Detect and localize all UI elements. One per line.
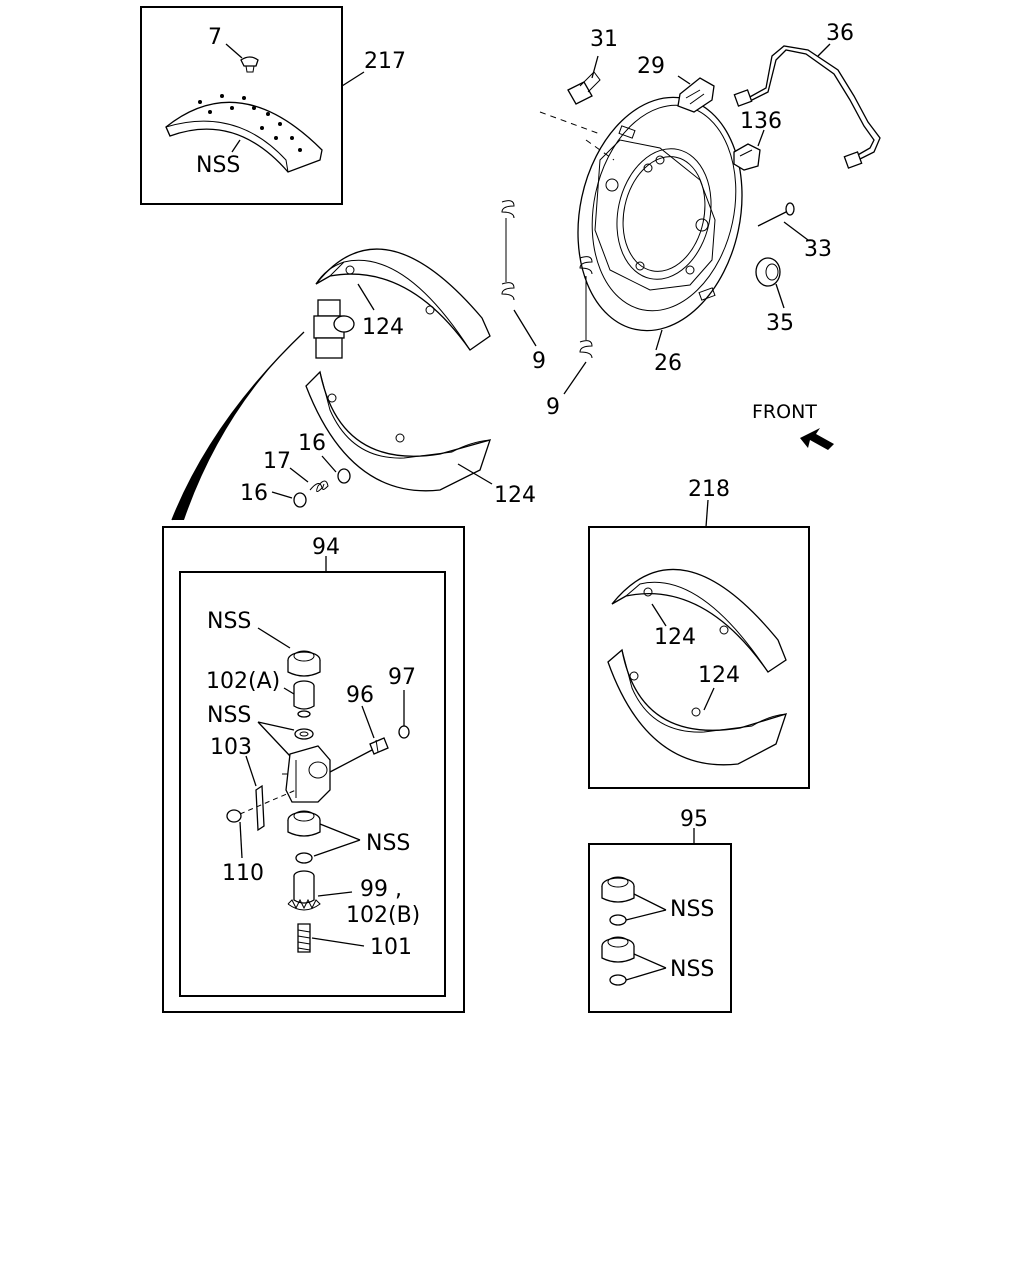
bolt-31: 31 xyxy=(539,27,618,161)
backing-plate: 26 xyxy=(577,96,743,376)
label-nss-kit-1: NSS xyxy=(670,897,714,922)
upper-shoe-124: 124 xyxy=(315,248,491,351)
repair-kit-box: 95 NSS NSS xyxy=(588,807,732,1013)
label-nss-cup: NSS xyxy=(207,609,251,634)
bracket-29: 29 xyxy=(637,54,715,113)
shoe-set-box: 218 124 124 xyxy=(588,477,810,789)
label-9-lower: 9 xyxy=(546,395,560,420)
label-16-upper: 16 xyxy=(298,431,326,456)
label-99: 99 , xyxy=(360,877,402,902)
label-110: 110 xyxy=(222,861,264,886)
label-35: 35 xyxy=(766,311,794,336)
spring-9-upper: 9 xyxy=(501,200,546,374)
label-29: 29 xyxy=(637,54,665,79)
label-26: 26 xyxy=(654,351,682,376)
label-102b: 102(B) xyxy=(346,903,420,928)
label-16-lower: 16 xyxy=(240,481,268,506)
wheel-cylinder-box: 94 NSS 102(A) NSS 96 97 103 xyxy=(162,526,465,1013)
clip-136: 136 xyxy=(733,109,782,171)
label-124-set-lower: 124 xyxy=(698,663,740,688)
wheel-cylinder-small xyxy=(313,299,355,359)
label-36: 36 xyxy=(826,21,854,46)
brake-pipe-36: 36 xyxy=(733,21,881,169)
spring-9-lower: 9 xyxy=(546,256,593,420)
label-nss-lining: NSS xyxy=(196,153,240,178)
label-103: 103 xyxy=(210,735,252,760)
label-nss-lower: NSS xyxy=(366,831,410,856)
label-nss-seals: NSS xyxy=(207,703,251,728)
lower-shoe-124: 124 xyxy=(305,370,536,508)
label-217: 217 xyxy=(364,49,406,74)
label-124-upper: 124 xyxy=(362,315,404,340)
plug-35: 35 xyxy=(755,257,794,336)
label-33: 33 xyxy=(804,237,832,262)
label-7: 7 xyxy=(208,25,222,50)
label-102a: 102(A) xyxy=(206,669,280,694)
label-101: 101 xyxy=(370,935,412,960)
label-17: 17 xyxy=(263,449,291,474)
label-218: 218 xyxy=(688,477,730,502)
label-124-lower: 124 xyxy=(494,483,536,508)
label-nss-kit-2: NSS xyxy=(670,957,714,982)
label-124-set-upper: 124 xyxy=(654,625,696,650)
pin-33: 33 xyxy=(757,202,832,262)
front-arrow: FRONT xyxy=(752,401,834,450)
label-31: 31 xyxy=(590,27,618,52)
label-94: 94 xyxy=(312,535,340,560)
label-96: 96 xyxy=(346,683,374,708)
label-97: 97 xyxy=(388,665,416,690)
label-95: 95 xyxy=(680,807,708,832)
label-136: 136 xyxy=(740,109,782,134)
lining-kit-box: 7 217 NSS xyxy=(140,6,406,205)
adjuster-spring-17: 16 17 16 xyxy=(240,431,351,508)
front-label: FRONT xyxy=(752,401,817,423)
label-9-upper: 9 xyxy=(532,349,546,374)
